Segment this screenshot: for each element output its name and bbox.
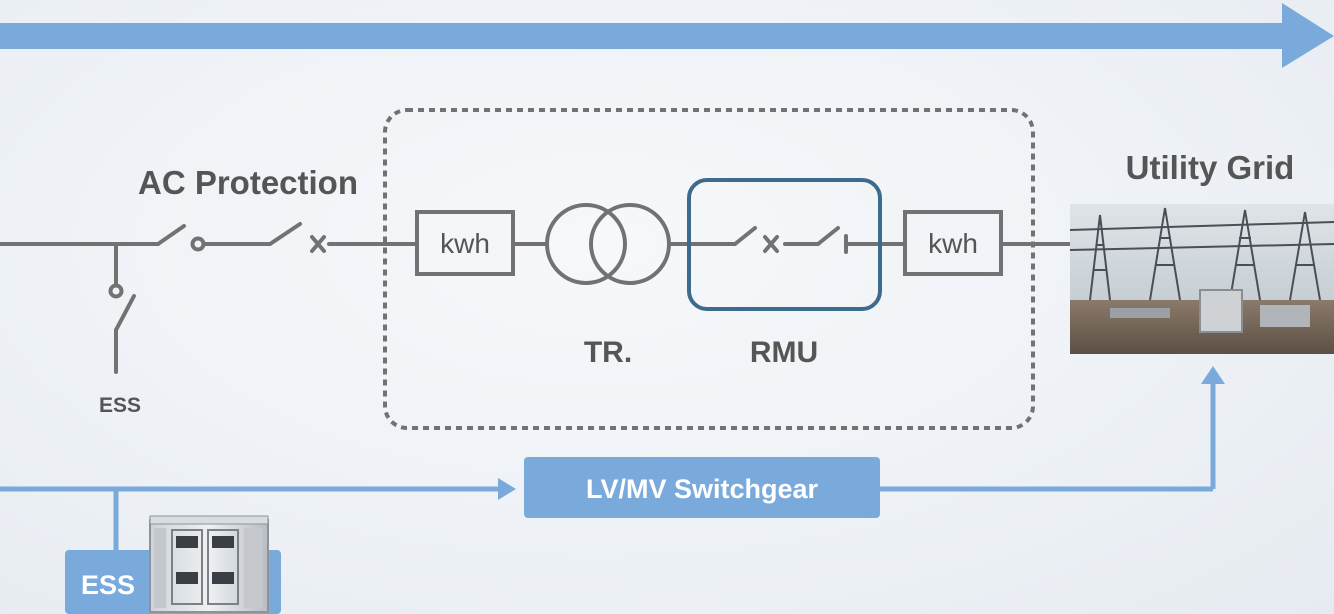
bottom-flow-line (0, 384, 1216, 552)
tr-label: TR. (584, 336, 632, 369)
meter-left: kwh (415, 210, 515, 276)
rmu-label: RMU (750, 336, 818, 369)
ac-protection-label: AC Protection (138, 164, 358, 201)
ac-breaker (268, 222, 326, 253)
ess-cabinet-image (149, 515, 269, 613)
ac-disconnect-switch (156, 224, 206, 252)
rmu-switches (733, 226, 848, 254)
flow-arrowhead-up (1201, 366, 1225, 384)
ess-box-label: ESS (81, 570, 135, 600)
top-flow-arrow (0, 3, 1334, 68)
substation-photo (1069, 204, 1334, 354)
switchgear-label: LV/MV Switchgear (586, 474, 819, 504)
meter-right: kwh (903, 210, 1003, 276)
ess-label: ESS (99, 394, 141, 417)
ess-branch-switch (108, 242, 136, 374)
flow-arrowhead-right (498, 478, 516, 500)
meter-right-label: kwh (928, 228, 978, 259)
switchgear-chip: LV/MV Switchgear (524, 457, 880, 518)
meter-left-label: kwh (440, 228, 490, 259)
transformer-icon (545, 203, 671, 285)
rmu-box (687, 178, 882, 311)
dashed-boundary (383, 108, 1035, 430)
utility-grid-label: Utility Grid (1126, 149, 1295, 186)
